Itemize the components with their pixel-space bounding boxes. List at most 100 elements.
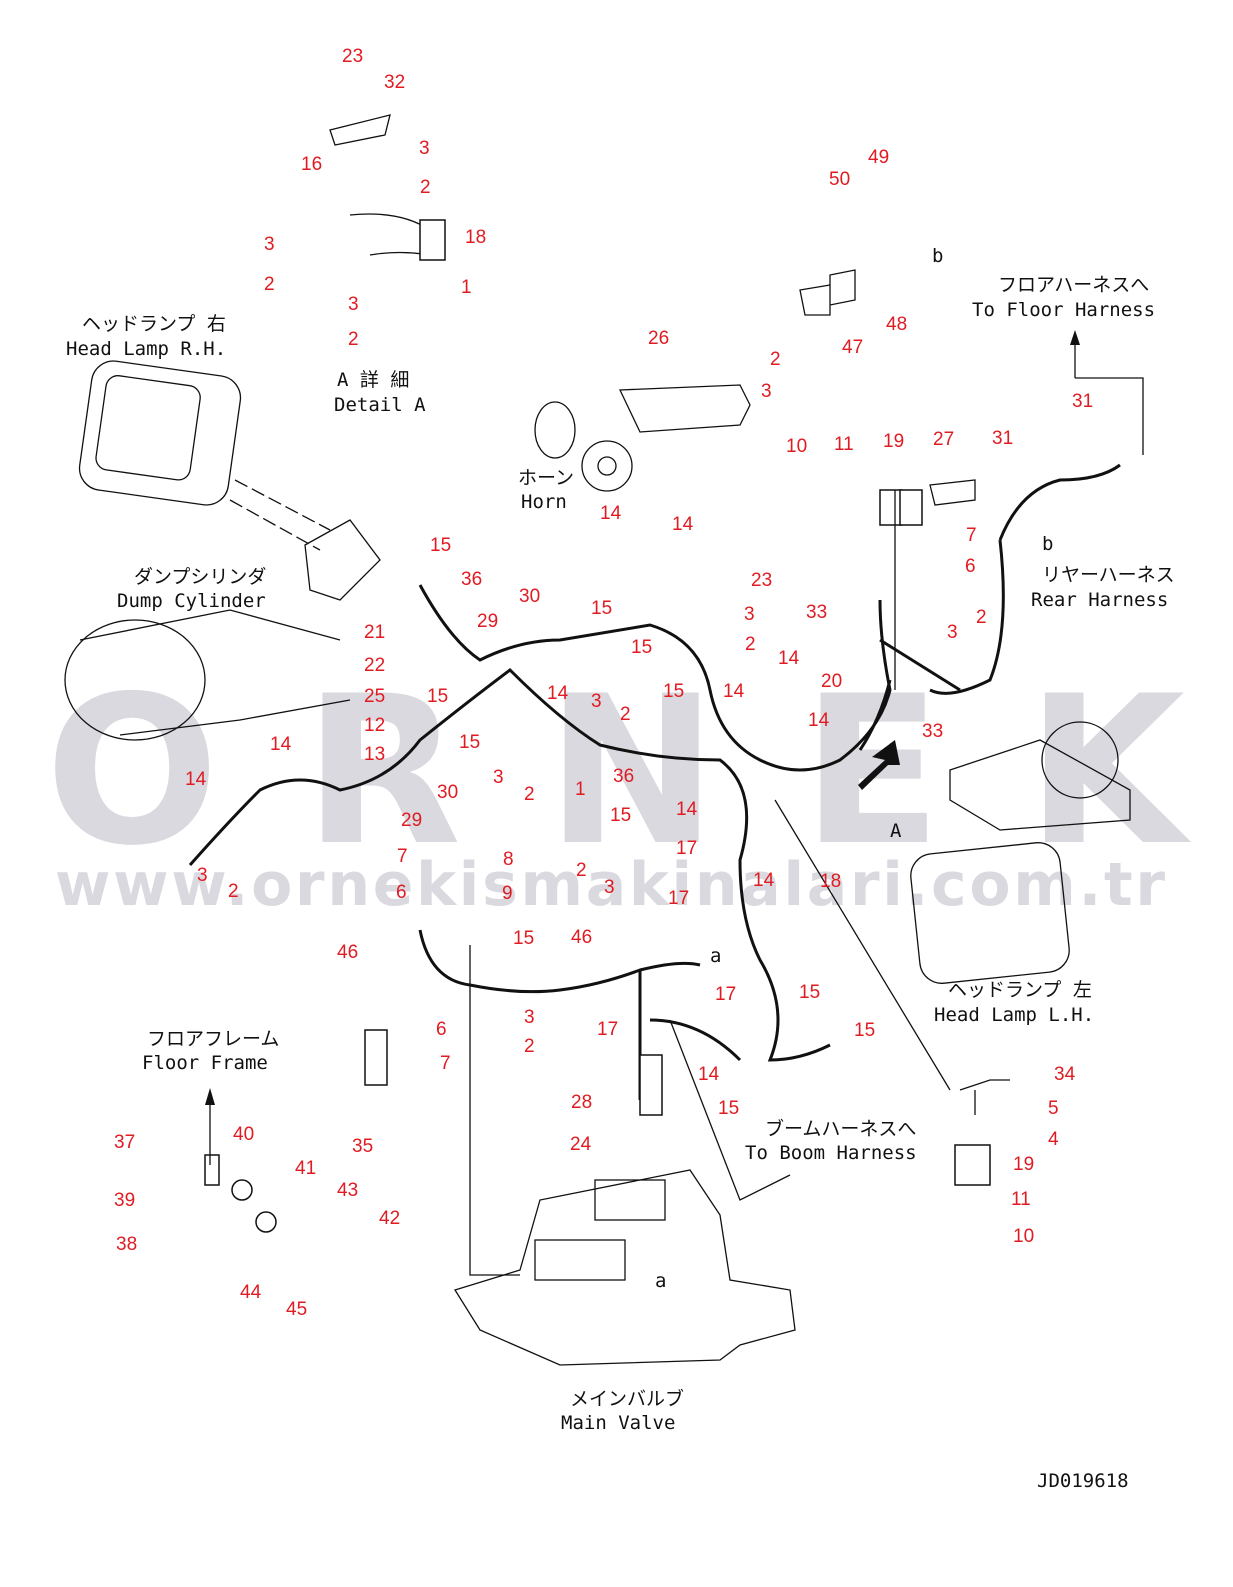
part-number-label-14: 14 — [676, 799, 698, 820]
bracket-28 — [639, 1054, 663, 1116]
part-number-label-15: 15 — [854, 1020, 875, 1041]
part-number-label-2: 2 — [524, 1036, 535, 1057]
part-number-label-17: 17 — [676, 838, 697, 859]
part-number-label-14: 14 — [600, 503, 622, 524]
caption-dump-cylinder-en: Dump Cylinder — [117, 590, 266, 612]
part-number-label-33: 33 — [806, 602, 827, 623]
view-letter-b-2: b — [1042, 533, 1053, 555]
part-number-label-2: 2 — [620, 704, 631, 725]
horn-rear — [534, 401, 576, 459]
caption-rear-harness-en: Rear Harness — [1031, 589, 1168, 611]
caption-floor-harness-en: To Floor Harness — [972, 299, 1155, 321]
part-number-label-17: 17 — [715, 984, 736, 1005]
part-number-label-15: 15 — [718, 1098, 739, 1119]
part-number-label-30: 30 — [519, 586, 540, 607]
view-letter-a-1: a — [710, 945, 721, 967]
part-number-label-41: 41 — [295, 1158, 316, 1179]
caption-head-lamp-rh-en: Head Lamp R.H. — [66, 338, 226, 360]
part-number-label-8: 8 — [503, 849, 514, 870]
part-number-label-15: 15 — [513, 928, 534, 949]
part-number-label-17: 17 — [597, 1019, 618, 1040]
part-number-label-46: 46 — [337, 942, 358, 963]
part-number-label-11: 11 — [834, 434, 854, 455]
part-number-label-12: 12 — [364, 715, 385, 736]
bracket-35 — [364, 1029, 388, 1086]
part-number-label-1: 1 — [461, 277, 472, 298]
part-number-label-15: 15 — [631, 637, 652, 658]
part-number-label-15: 15 — [610, 805, 631, 826]
part-number-label-32: 32 — [384, 72, 405, 93]
caption-floor-frame-en: Floor Frame — [142, 1052, 268, 1074]
part-number-label-16: 16 — [301, 154, 322, 175]
part-number-label-38: 38 — [116, 1234, 137, 1255]
part-number-label-30: 30 — [437, 782, 458, 803]
part-number-label-29: 29 — [401, 810, 422, 831]
part-number-label-21: 21 — [364, 622, 385, 643]
part-number-label-48: 48 — [886, 314, 907, 335]
part-number-label-33: 33 — [922, 721, 943, 742]
part-number-label-36: 36 — [613, 766, 634, 787]
part-number-label-2: 2 — [264, 274, 275, 295]
part-number-label-7: 7 — [966, 525, 977, 546]
part-number-label-2: 2 — [524, 784, 535, 805]
floor-harness — [188, 668, 831, 1062]
part-number-label-15: 15 — [459, 732, 480, 753]
part-number-label-18: 18 — [820, 871, 841, 892]
part-number-label-44: 44 — [240, 1282, 262, 1303]
part-number-label-3: 3 — [524, 1007, 535, 1028]
part-number-label-37: 37 — [114, 1132, 135, 1153]
part-number-label-14: 14 — [753, 870, 775, 891]
part-number-label-19: 19 — [883, 431, 904, 452]
part-number-label-7: 7 — [440, 1053, 451, 1074]
part-number-label-3: 3 — [947, 622, 958, 643]
view-a-arrow — [858, 740, 900, 790]
part-number-label-31: 31 — [1072, 391, 1093, 412]
part-number-label-42: 42 — [379, 1208, 400, 1229]
bracket-19 — [954, 1144, 991, 1186]
caption-floor-harness-jp: フロアハーネスへ — [998, 274, 1149, 296]
part-number-label-27: 27 — [933, 429, 954, 450]
captions: A 詳 細 Detail A ヘッドランプ 右 Head Lamp R.H. ホ… — [66, 245, 1175, 1492]
caption-detail-a-jp: A 詳 細 — [337, 369, 409, 391]
part-number-label-10: 10 — [1013, 1226, 1034, 1247]
part-number-label-49: 49 — [868, 147, 889, 168]
main-harness — [418, 584, 892, 772]
part-number-label-6: 6 — [396, 882, 407, 903]
part-number-label-45: 45 — [286, 1299, 307, 1320]
part-number-label-14: 14 — [808, 710, 830, 731]
part-number-label-3: 3 — [744, 604, 755, 625]
caption-floor-frame-jp: フロアフレーム — [147, 1028, 279, 1050]
part-number-label-3: 3 — [197, 865, 208, 886]
part-number-label-2: 2 — [770, 349, 781, 370]
part-number-label-34: 34 — [1054, 1064, 1076, 1085]
caption-boom-harness-en: To Boom Harness — [745, 1142, 917, 1164]
part-number-label-14: 14 — [723, 681, 745, 702]
part-number-label-15: 15 — [663, 681, 684, 702]
part-number-label-50: 50 — [829, 169, 850, 190]
part-number-label-3: 3 — [264, 234, 275, 255]
part-number-label-15: 15 — [799, 982, 820, 1003]
part-number-label-19: 19 — [1013, 1154, 1034, 1175]
part-number-label-28: 28 — [571, 1092, 592, 1113]
part-number-label-2: 2 — [976, 607, 987, 628]
part-number-label-2: 2 — [228, 881, 239, 902]
part-number-label-29: 29 — [477, 611, 498, 632]
view-letter-a-2: a — [655, 1270, 666, 1292]
part-number-label-47: 47 — [842, 337, 863, 358]
part-number-label-39: 39 — [114, 1190, 135, 1211]
watermark-url: www.ornekismakinalari.com.tr — [55, 850, 1165, 920]
view-letter-a-upper: A — [890, 820, 902, 842]
head-lamp-lh — [910, 842, 1070, 984]
part-number-label-26: 26 — [648, 328, 669, 349]
part-number-label-23: 23 — [342, 46, 363, 67]
part-number-label-3: 3 — [761, 381, 772, 402]
part-number-label-10: 10 — [786, 436, 807, 457]
caption-horn-en: Horn — [521, 491, 567, 513]
part-number-label-40: 40 — [233, 1124, 254, 1145]
part-number-label-7: 7 — [397, 846, 408, 867]
part-number-label-15: 15 — [591, 598, 612, 619]
part-number-label-2: 2 — [576, 860, 587, 881]
part-number-label-3: 3 — [348, 294, 359, 315]
